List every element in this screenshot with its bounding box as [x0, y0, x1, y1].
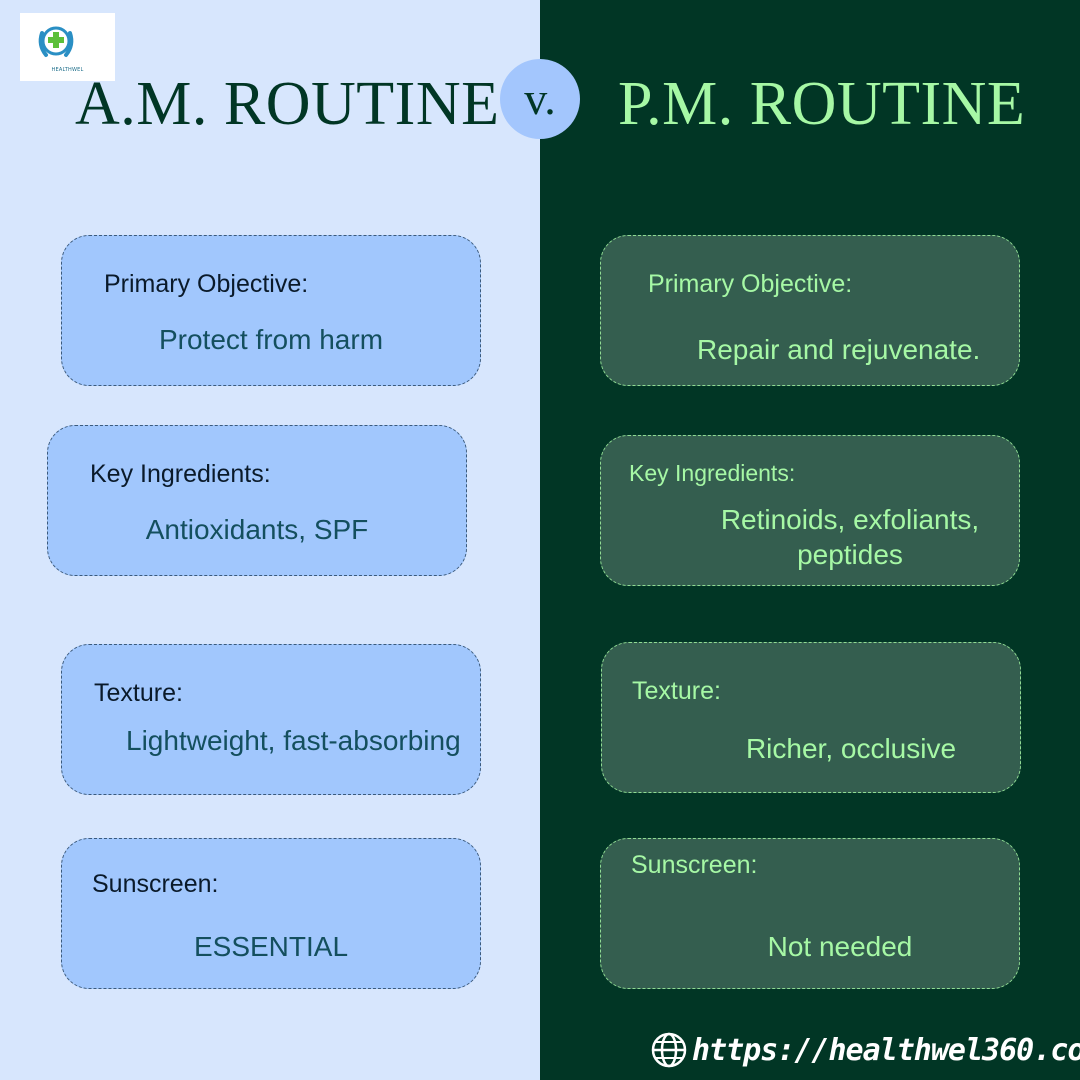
card-value: Lightweight, fast-absorbing: [126, 725, 461, 756]
card-label: Sunscreen:: [92, 870, 219, 898]
website-url[interactable]: https://healthwel360.com/: [692, 1032, 1080, 1068]
pm-objective-card: Primary Objective: Repair and rejuvenate…: [600, 235, 1020, 386]
card-value-line2: peptides: [797, 539, 903, 570]
card-label: Texture:: [632, 677, 721, 705]
card-label: Primary Objective:: [104, 270, 309, 298]
pm-ingredients-card: Key Ingredients: Retinoids, exfoliants, …: [600, 435, 1020, 586]
am-routine-title: A.M. ROUTINE: [75, 70, 500, 138]
card-value: Antioxidants, SPF: [145, 514, 369, 545]
card-value: Repair and rejuvenate.: [697, 334, 981, 365]
brand-logo: HEALTHWEL: [20, 13, 115, 81]
card-value: Not needed: [767, 931, 913, 962]
globe-icon: [651, 1032, 687, 1068]
card-value: Protect from harm: [158, 324, 384, 355]
card-label: Primary Objective:: [648, 270, 853, 298]
pm-texture-card: Texture: Richer, occlusive: [601, 642, 1021, 793]
hands-cross-logo-icon: [38, 26, 74, 57]
logo-text: HEALTHWEL: [51, 67, 84, 73]
am-texture-card: Texture: Lightweight, fast-absorbing: [61, 644, 481, 795]
am-sunscreen-card: Sunscreen: ESSENTIAL: [61, 838, 481, 989]
card-label: Key Ingredients:: [90, 460, 271, 488]
website-footer: https://healthwel360.com/: [650, 1030, 1080, 1070]
card-value: ESSENTIAL: [193, 931, 349, 962]
card-value: Richer, occlusive: [745, 733, 957, 764]
versus-badge: v.: [500, 59, 580, 139]
card-value-line1: Retinoids, exfoliants,: [720, 504, 980, 535]
card-label: Key Ingredients:: [629, 460, 796, 486]
pm-sunscreen-card: Sunscreen: Not needed: [600, 838, 1020, 989]
card-label: Sunscreen:: [631, 851, 758, 879]
am-objective-card: Primary Objective: Protect from harm: [61, 235, 481, 386]
card-label: Texture:: [94, 679, 183, 707]
am-ingredients-card: Key Ingredients: Antioxidants, SPF: [47, 425, 467, 576]
pm-routine-title: P.M. ROUTINE: [618, 70, 1026, 138]
